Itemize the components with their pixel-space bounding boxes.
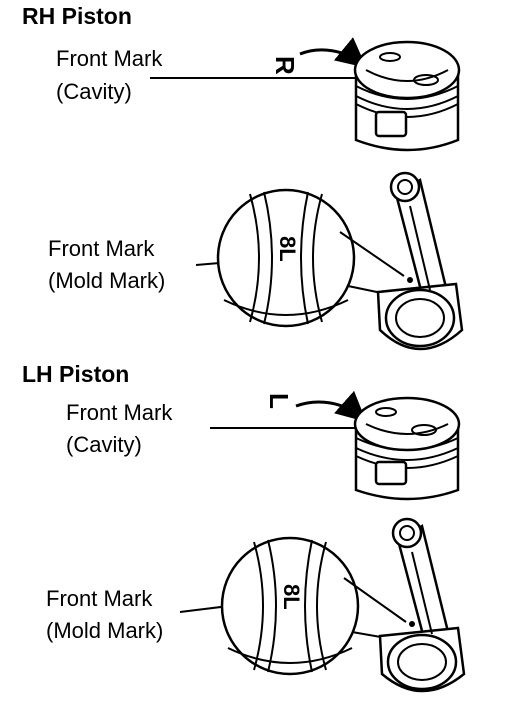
rh-piston-icon [353, 40, 461, 152]
lh-rod-label-line1: Front Mark [46, 586, 153, 611]
rh-zoom-line-top [339, 231, 405, 277]
lh-magnifier-circle: 8L [220, 536, 360, 676]
lh-rod-mark: 8L [279, 584, 304, 610]
lh-heading: LH Piston [22, 361, 129, 387]
lh-rod-label-line2: (Mold Mark) [46, 618, 163, 643]
lh-piston-label-line2: (Cavity) [66, 432, 142, 457]
rh-section: RH Piston Front Mark (Cavity) R Front Ma… [22, 3, 464, 351]
lh-piston-mark: L [264, 393, 294, 409]
rh-piston-mark: R [270, 56, 300, 75]
rh-rod-label-line1: Front Mark [48, 236, 155, 261]
lh-piston-arrow-icon [295, 390, 367, 422]
lh-piston-label-line1: Front Mark [66, 400, 173, 425]
rh-connecting-rod-icon [376, 171, 464, 351]
rh-heading: RH Piston [22, 3, 132, 29]
rh-piston-label-line2: (Cavity) [56, 79, 132, 104]
rh-piston-label-line1: Front Mark [56, 46, 163, 71]
rh-magnifier-circle: 8L [216, 188, 356, 328]
rh-rod-mark: 8L [275, 236, 300, 262]
rh-rod-label-line2: (Mold Mark) [48, 268, 165, 293]
lh-piston-icon [353, 396, 461, 501]
rh-piston-arrow-icon [299, 37, 367, 68]
lh-section: LH Piston Front Mark (Cavity) L Front Ma… [22, 361, 466, 693]
lh-zoom-line-top [343, 577, 407, 623]
lh-connecting-rod-icon [378, 517, 466, 693]
